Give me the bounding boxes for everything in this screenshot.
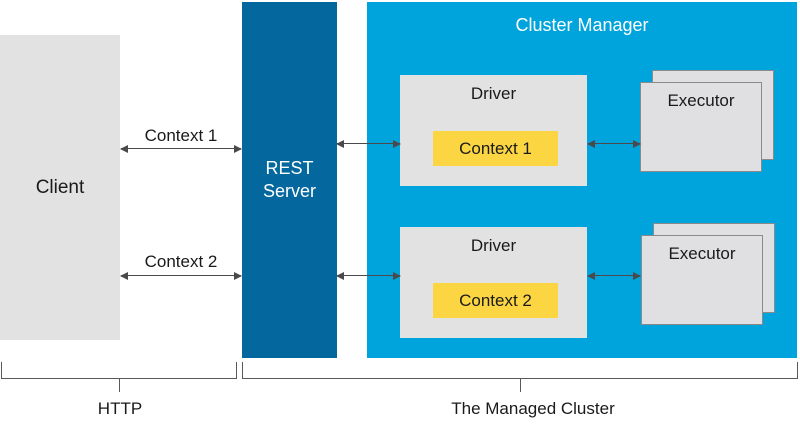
context2-connection-label: Context 2 xyxy=(144,252,218,271)
cluster-manager-title: Cluster Manager xyxy=(515,15,649,35)
driver-box-1: Driver Context 1 xyxy=(400,75,587,186)
context-box-2-label: Context 2 xyxy=(459,290,532,310)
client-box: Client xyxy=(0,35,120,340)
driver-executor-arrow-2 xyxy=(587,272,641,280)
rest-driver-arrow-2 xyxy=(336,272,401,280)
executor-box-1: Executor xyxy=(640,82,762,172)
context-box-1-label: Context 1 xyxy=(459,138,532,158)
cluster-manager-box: Cluster Manager Driver Context 1 Executo… xyxy=(367,2,797,358)
context-box-2: Context 2 xyxy=(433,283,558,318)
http-label: HTTP xyxy=(97,399,143,418)
rest-driver-arrow-1 xyxy=(336,140,401,148)
rest-server-label: REST Server xyxy=(262,158,316,201)
driver-box-2: Driver Context 2 xyxy=(400,227,587,338)
http-brace-tick xyxy=(119,378,120,392)
managed-cluster-brace-tick xyxy=(520,378,521,392)
client-rest-arrow-2 xyxy=(120,272,242,280)
managed-cluster-brace xyxy=(242,362,798,379)
executor-stack-2: Executor xyxy=(641,223,776,326)
driver-executor-arrow-1 xyxy=(587,140,641,148)
managed-cluster-label: The Managed Cluster xyxy=(451,399,615,418)
driver-label-2: Driver xyxy=(470,236,517,255)
executor-label-2: Executor xyxy=(668,244,736,263)
client-rest-arrow-1 xyxy=(120,145,242,153)
context-box-1: Context 1 xyxy=(433,131,558,166)
context1-connection-label: Context 1 xyxy=(144,126,218,145)
executor-box-2: Executor xyxy=(641,235,763,325)
executor-stack-1: Executor xyxy=(640,70,775,173)
rest-server-box: REST Server xyxy=(242,2,337,358)
executor-label-1: Executor xyxy=(667,91,735,110)
client-label: Client xyxy=(35,176,85,198)
driver-label-1: Driver xyxy=(470,84,517,103)
http-brace xyxy=(1,362,237,379)
